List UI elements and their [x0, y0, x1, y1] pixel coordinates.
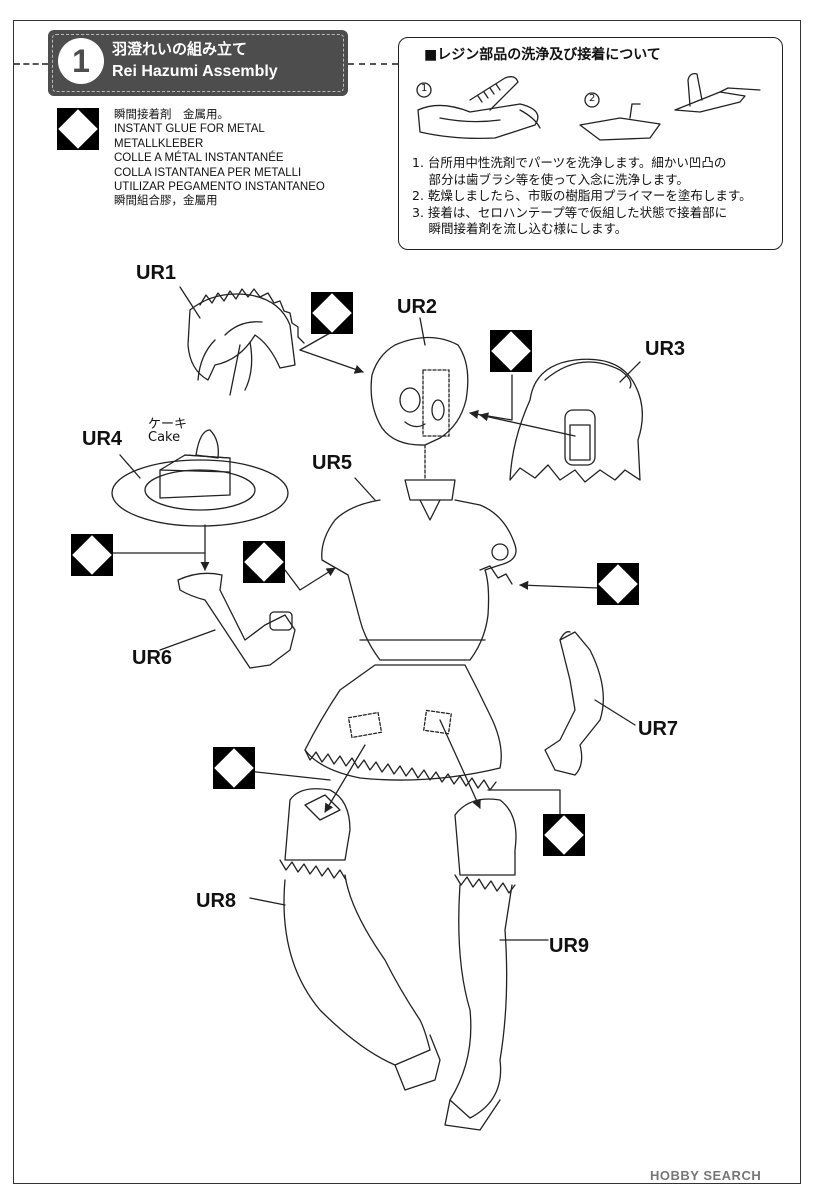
- ur5-body-part: [304, 479, 517, 791]
- assembly-arrows: [95, 286, 641, 941]
- cake-label-en: Cake: [148, 430, 181, 445]
- step-number: 1: [58, 38, 104, 84]
- resin-step-line: 3. 接着は、セロハンテープ等で仮組した状態で接着部に: [412, 204, 728, 220]
- glue-line: 瞬間接着剤 金属用。: [114, 109, 229, 121]
- part-label-ur6: UR6: [132, 647, 173, 669]
- ur4-tray-with-cake: [111, 429, 289, 527]
- part-label-ur2: UR2: [397, 296, 438, 318]
- ur2-head-part: [370, 336, 469, 481]
- step-title-en: Rei Hazumi Assembly: [112, 63, 278, 80]
- glue-symbol-icon: [597, 563, 639, 605]
- glue-line: COLLE A MÉTAL INSTANTANÉE: [114, 152, 284, 165]
- glue-symbol-icon: [57, 108, 99, 150]
- part-label-ur9: UR9: [549, 935, 590, 957]
- fig-number-1: 1: [421, 83, 428, 94]
- ur1-hair-part: [187, 288, 305, 396]
- glue-symbol-icon: [243, 541, 285, 583]
- watermark-text: HOBBY SEARCH: [650, 1168, 762, 1183]
- priming-illustration: [579, 72, 761, 141]
- glue-legend-text: 瞬間接着剤 金属用。 INSTANT GLUE FOR METAL METALL…: [114, 108, 325, 209]
- glue-line: INSTANT GLUE FOR METAL: [114, 123, 265, 136]
- glue-symbol-icon: [71, 534, 113, 576]
- banner-dash-right: [348, 63, 398, 65]
- glue-line: UTILIZAR PEGAMENTO INSTANTANEO: [114, 181, 325, 194]
- resin-notes-title: ■レジン部品の洗浄及び接着について: [424, 47, 661, 63]
- glue-symbol-icon: [543, 814, 585, 856]
- fig-number-2: 2: [589, 93, 596, 104]
- washing-illustration: [416, 76, 541, 140]
- glue-symbol-icon: [213, 747, 255, 789]
- part-label-ur4: UR4: [82, 428, 123, 450]
- resin-step-line: 1. 台所用中性洗剤でパーツを洗浄します。細かい凹凸の: [412, 155, 727, 170]
- part-label-ur3: UR3: [645, 338, 686, 360]
- part-label-ur7: UR7: [638, 718, 679, 740]
- glue-line: 瞬間組合膠，金屬用: [114, 195, 218, 208]
- part-label-ur8: UR8: [196, 890, 237, 912]
- resin-step-line: 2. 乾燥しましたら、市販の樹脂用プライマーを塗布します。: [412, 188, 752, 203]
- part-label-ur1: UR1: [136, 262, 177, 284]
- ur9-leg-part: [444, 798, 517, 1131]
- ur8-leg-part: [279, 788, 441, 1091]
- resin-notes-steps: 1. 台所用中性洗剤でパーツを洗浄します。細かい凹凸の 部分は歯ブラシ等を使って…: [412, 155, 752, 238]
- glue-line: COLLA ISTANTANEA PER METALLI: [114, 166, 302, 179]
- page-frame: [13, 20, 801, 1184]
- resin-notes-box: [398, 37, 783, 250]
- part-label-ur5: UR5: [312, 452, 353, 474]
- glue-symbol-icon: [311, 292, 353, 334]
- ur3-hair-back-part: [509, 358, 643, 483]
- ur6-arm-part: [177, 572, 296, 669]
- cake-label-jp: ケーキ: [148, 417, 188, 432]
- banner-dash-left: [14, 63, 48, 65]
- glue-symbol-icon: [490, 330, 532, 372]
- resin-step-line: 瞬間接着剤を流し込む様にします。: [412, 221, 628, 236]
- resin-step-line: 部分は歯ブラシ等を使って入念に洗浄します。: [412, 171, 689, 187]
- glue-line: METALLKLEBER: [114, 137, 204, 150]
- ur7-arm-part: [544, 631, 604, 776]
- step-title-jp: 羽澄れいの組み立て: [112, 40, 248, 58]
